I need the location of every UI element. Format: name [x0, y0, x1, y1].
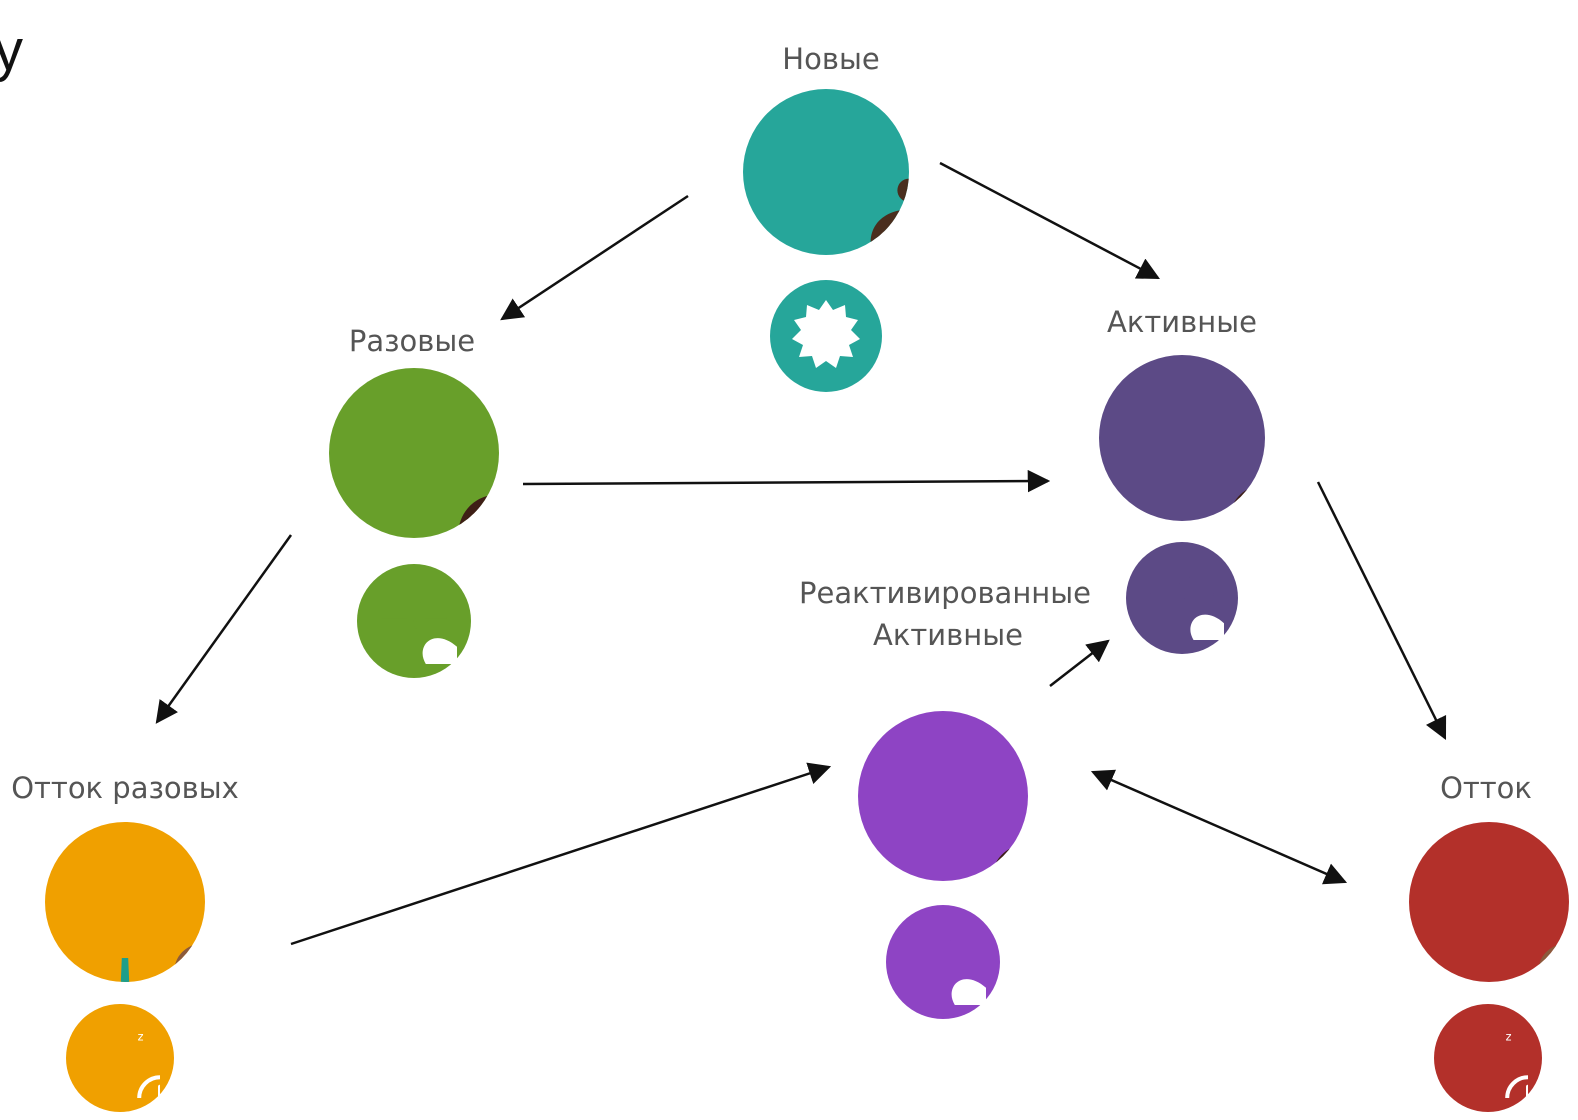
node-new-label: Новые	[782, 42, 879, 76]
heart-pulse-icon	[910, 939, 1020, 1034]
edge-one-time-to-one-time-churn	[155, 534, 293, 724]
node-reactivated-avatar-circle	[858, 711, 1028, 881]
heart-pulse-icon	[1150, 576, 1258, 668]
edge-active-to-churn	[1316, 481, 1447, 741]
edge-new-to-active	[939, 161, 1160, 280]
node-reactivated: Реактивированные Активные	[799, 576, 1091, 1034]
node-churn: Отток z	[1409, 771, 1569, 1118]
node-active-avatar-circle	[1099, 355, 1265, 521]
edge-reactivated-to-active	[1049, 639, 1110, 687]
node-active: Активные	[1099, 305, 1265, 668]
node-one-time-churn: Отток разовых z	[11, 771, 261, 1118]
svg-text:z: z	[138, 1030, 144, 1043]
node-reactivated-label-line2: Активные	[873, 618, 1023, 652]
node-active-label: Активные	[1107, 305, 1257, 339]
node-one-time-avatar-circle	[329, 368, 499, 538]
node-one-time-churn-label: Отток разовых	[11, 771, 239, 805]
node-churn-label: Отток	[1440, 771, 1532, 805]
edges	[155, 161, 1447, 946]
svg-text:z: z	[1506, 1030, 1512, 1043]
heart-pulse-icon	[381, 598, 491, 693]
edge-one-time-churn-to-reactivated	[290, 762, 832, 946]
node-churn-badge	[1434, 1004, 1542, 1112]
man-avatar-icon	[120, 943, 261, 982]
sleep-clock-icon: z	[1506, 1030, 1549, 1118]
starburst-badge-icon	[792, 300, 860, 368]
edge-one-time-to-active	[522, 469, 1051, 493]
node-new-avatar-circle	[743, 89, 909, 255]
node-churn-avatar-circle	[1409, 822, 1569, 982]
node-one-time-label: Разовые	[349, 324, 475, 358]
edge-new-to-one-time	[500, 194, 689, 321]
node-one-time: Разовые	[329, 324, 499, 693]
node-reactivated-label-line1: Реактивированные	[799, 576, 1091, 610]
node-one-time-churn-badge	[66, 1004, 174, 1112]
node-one-time-churn-avatar-circle	[45, 822, 205, 982]
sleep-clock-icon: z	[138, 1030, 181, 1118]
edge-reactivated-churn-bidirectional	[1090, 769, 1348, 885]
node-new: Новые	[743, 42, 909, 392]
corner-text-fragment: у	[0, 18, 23, 83]
